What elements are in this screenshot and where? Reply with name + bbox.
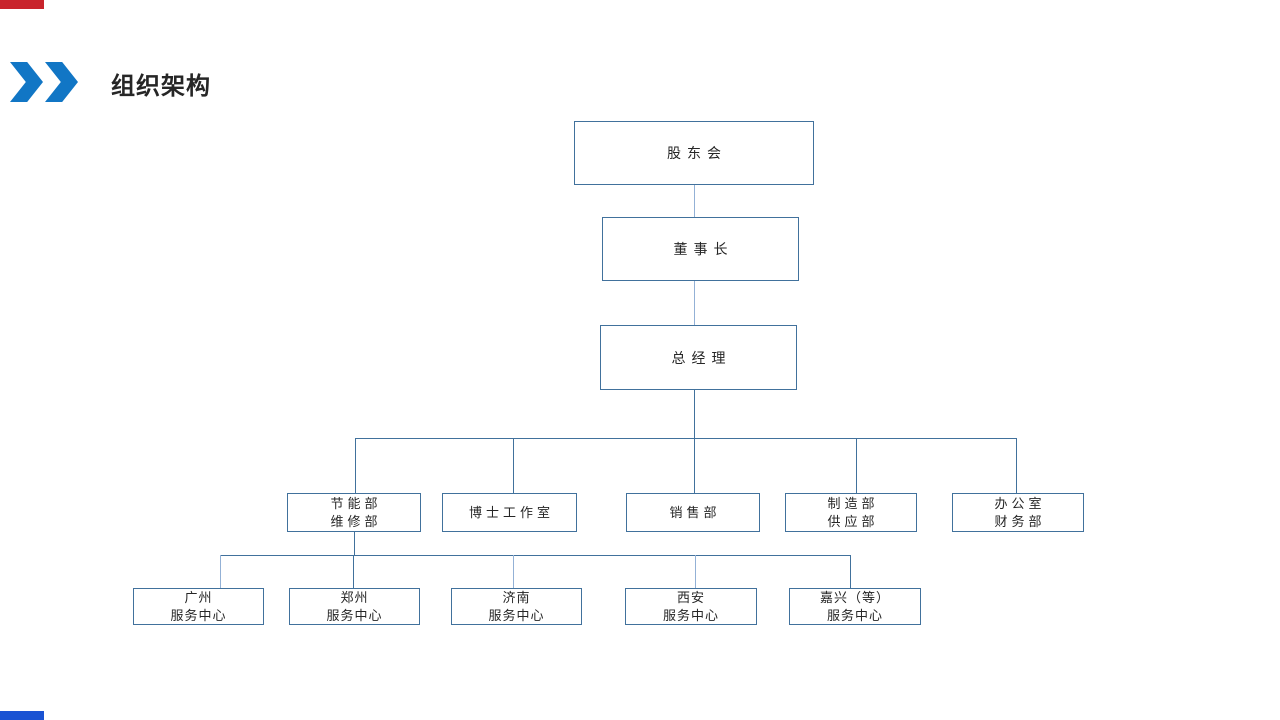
connector-dept-bus	[355, 438, 1017, 439]
connector-gm-bus	[694, 390, 695, 438]
org-node-label: 服务中心	[488, 607, 545, 623]
chevron-right-icon	[10, 62, 43, 102]
org-node-office-finance-dept: 办公室 财务部	[952, 493, 1084, 532]
connector-drop-jinan	[513, 555, 514, 588]
org-node-jiaxing-service-center: 嘉兴（等） 服务中心	[789, 588, 921, 625]
org-node-label: 广州	[184, 589, 213, 605]
connector-service-bus	[220, 555, 851, 556]
org-node-label: 制造部	[827, 495, 879, 511]
org-node-label: 服务中心	[326, 607, 383, 623]
org-node-label: 节能部	[330, 495, 382, 511]
org-node-sales-dept: 销售部	[626, 493, 760, 532]
org-node-label: 财务部	[994, 513, 1046, 529]
connector-energy-dept-bus2	[354, 532, 355, 555]
org-node-shareholders-meeting: 股东会	[574, 121, 814, 185]
org-node-manufacturing-supply-dept: 制造部 供应部	[785, 493, 917, 532]
org-node-doctor-studio: 博士工作室	[442, 493, 577, 532]
org-node-label: 股东会	[667, 145, 727, 161]
org-node-label: 博士工作室	[468, 504, 554, 520]
top-left-accent-bar	[0, 0, 44, 9]
connector-drop-sales-dept	[694, 438, 695, 493]
connector-drop-xian	[695, 555, 696, 588]
org-node-guangzhou-service-center: 广州 服务中心	[133, 588, 264, 625]
chevron-right-icon	[45, 62, 78, 102]
org-node-label: 维修部	[330, 513, 382, 529]
org-node-label: 总经理	[671, 349, 732, 366]
connector-drop-jiaxing	[850, 555, 851, 588]
org-node-label: 销售部	[669, 504, 721, 520]
org-node-label: 西安	[676, 589, 705, 605]
connector-drop-zhengzhou	[353, 555, 354, 588]
connector-shareholders-chairman	[694, 185, 695, 217]
org-node-label: 董事长	[673, 241, 734, 257]
org-node-chairman: 董事长	[602, 217, 799, 281]
org-node-label: 办公室	[994, 495, 1046, 511]
org-node-label: 济南	[502, 589, 531, 605]
org-node-energy-maintenance-dept: 节能部 维修部	[287, 493, 421, 532]
connector-drop-doctor-studio	[513, 438, 514, 493]
org-node-zhengzhou-service-center: 郑州 服务中心	[289, 588, 420, 625]
org-node-label: 服务中心	[826, 607, 883, 623]
org-node-label: 服务中心	[170, 607, 227, 623]
org-node-label: 供应部	[827, 513, 879, 529]
org-node-xian-service-center: 西安 服务中心	[625, 588, 757, 625]
connector-chairman-gm	[694, 281, 695, 325]
org-node-label: 郑州	[340, 589, 369, 605]
connector-drop-manufacturing-dept	[856, 438, 857, 493]
org-node-jinan-service-center: 济南 服务中心	[451, 588, 582, 625]
page-title: 组织架构	[111, 73, 211, 100]
connector-drop-guangzhou	[220, 555, 221, 588]
connector-drop-office-dept	[1016, 438, 1017, 493]
org-node-label: 服务中心	[662, 607, 719, 623]
org-node-label: 嘉兴（等）	[819, 589, 890, 605]
connector-drop-energy-dept	[355, 438, 356, 493]
org-node-general-manager: 总经理	[600, 325, 797, 390]
bottom-left-accent-bar	[0, 711, 44, 720]
